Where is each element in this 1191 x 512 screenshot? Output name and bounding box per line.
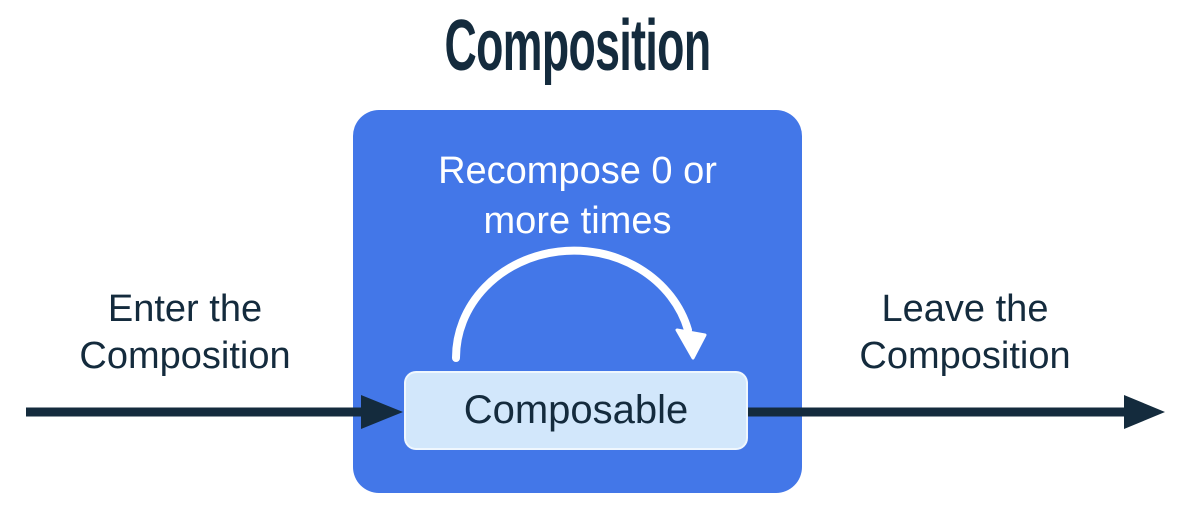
- leave-composition-label: Leave the Composition: [859, 288, 1071, 377]
- enter-composition-label: Enter the Composition: [79, 288, 291, 377]
- enter-arrow-icon: [26, 395, 403, 429]
- leave-arrow-icon: [748, 395, 1165, 429]
- diagram-title: Composition: [444, 6, 712, 86]
- composable-box: Composable: [404, 371, 748, 450]
- composable-label: Composable: [463, 388, 689, 432]
- composition-box: Recompose 0 or more times Composable: [353, 110, 802, 493]
- recompose-label: Recompose 0 or more times: [438, 150, 717, 242]
